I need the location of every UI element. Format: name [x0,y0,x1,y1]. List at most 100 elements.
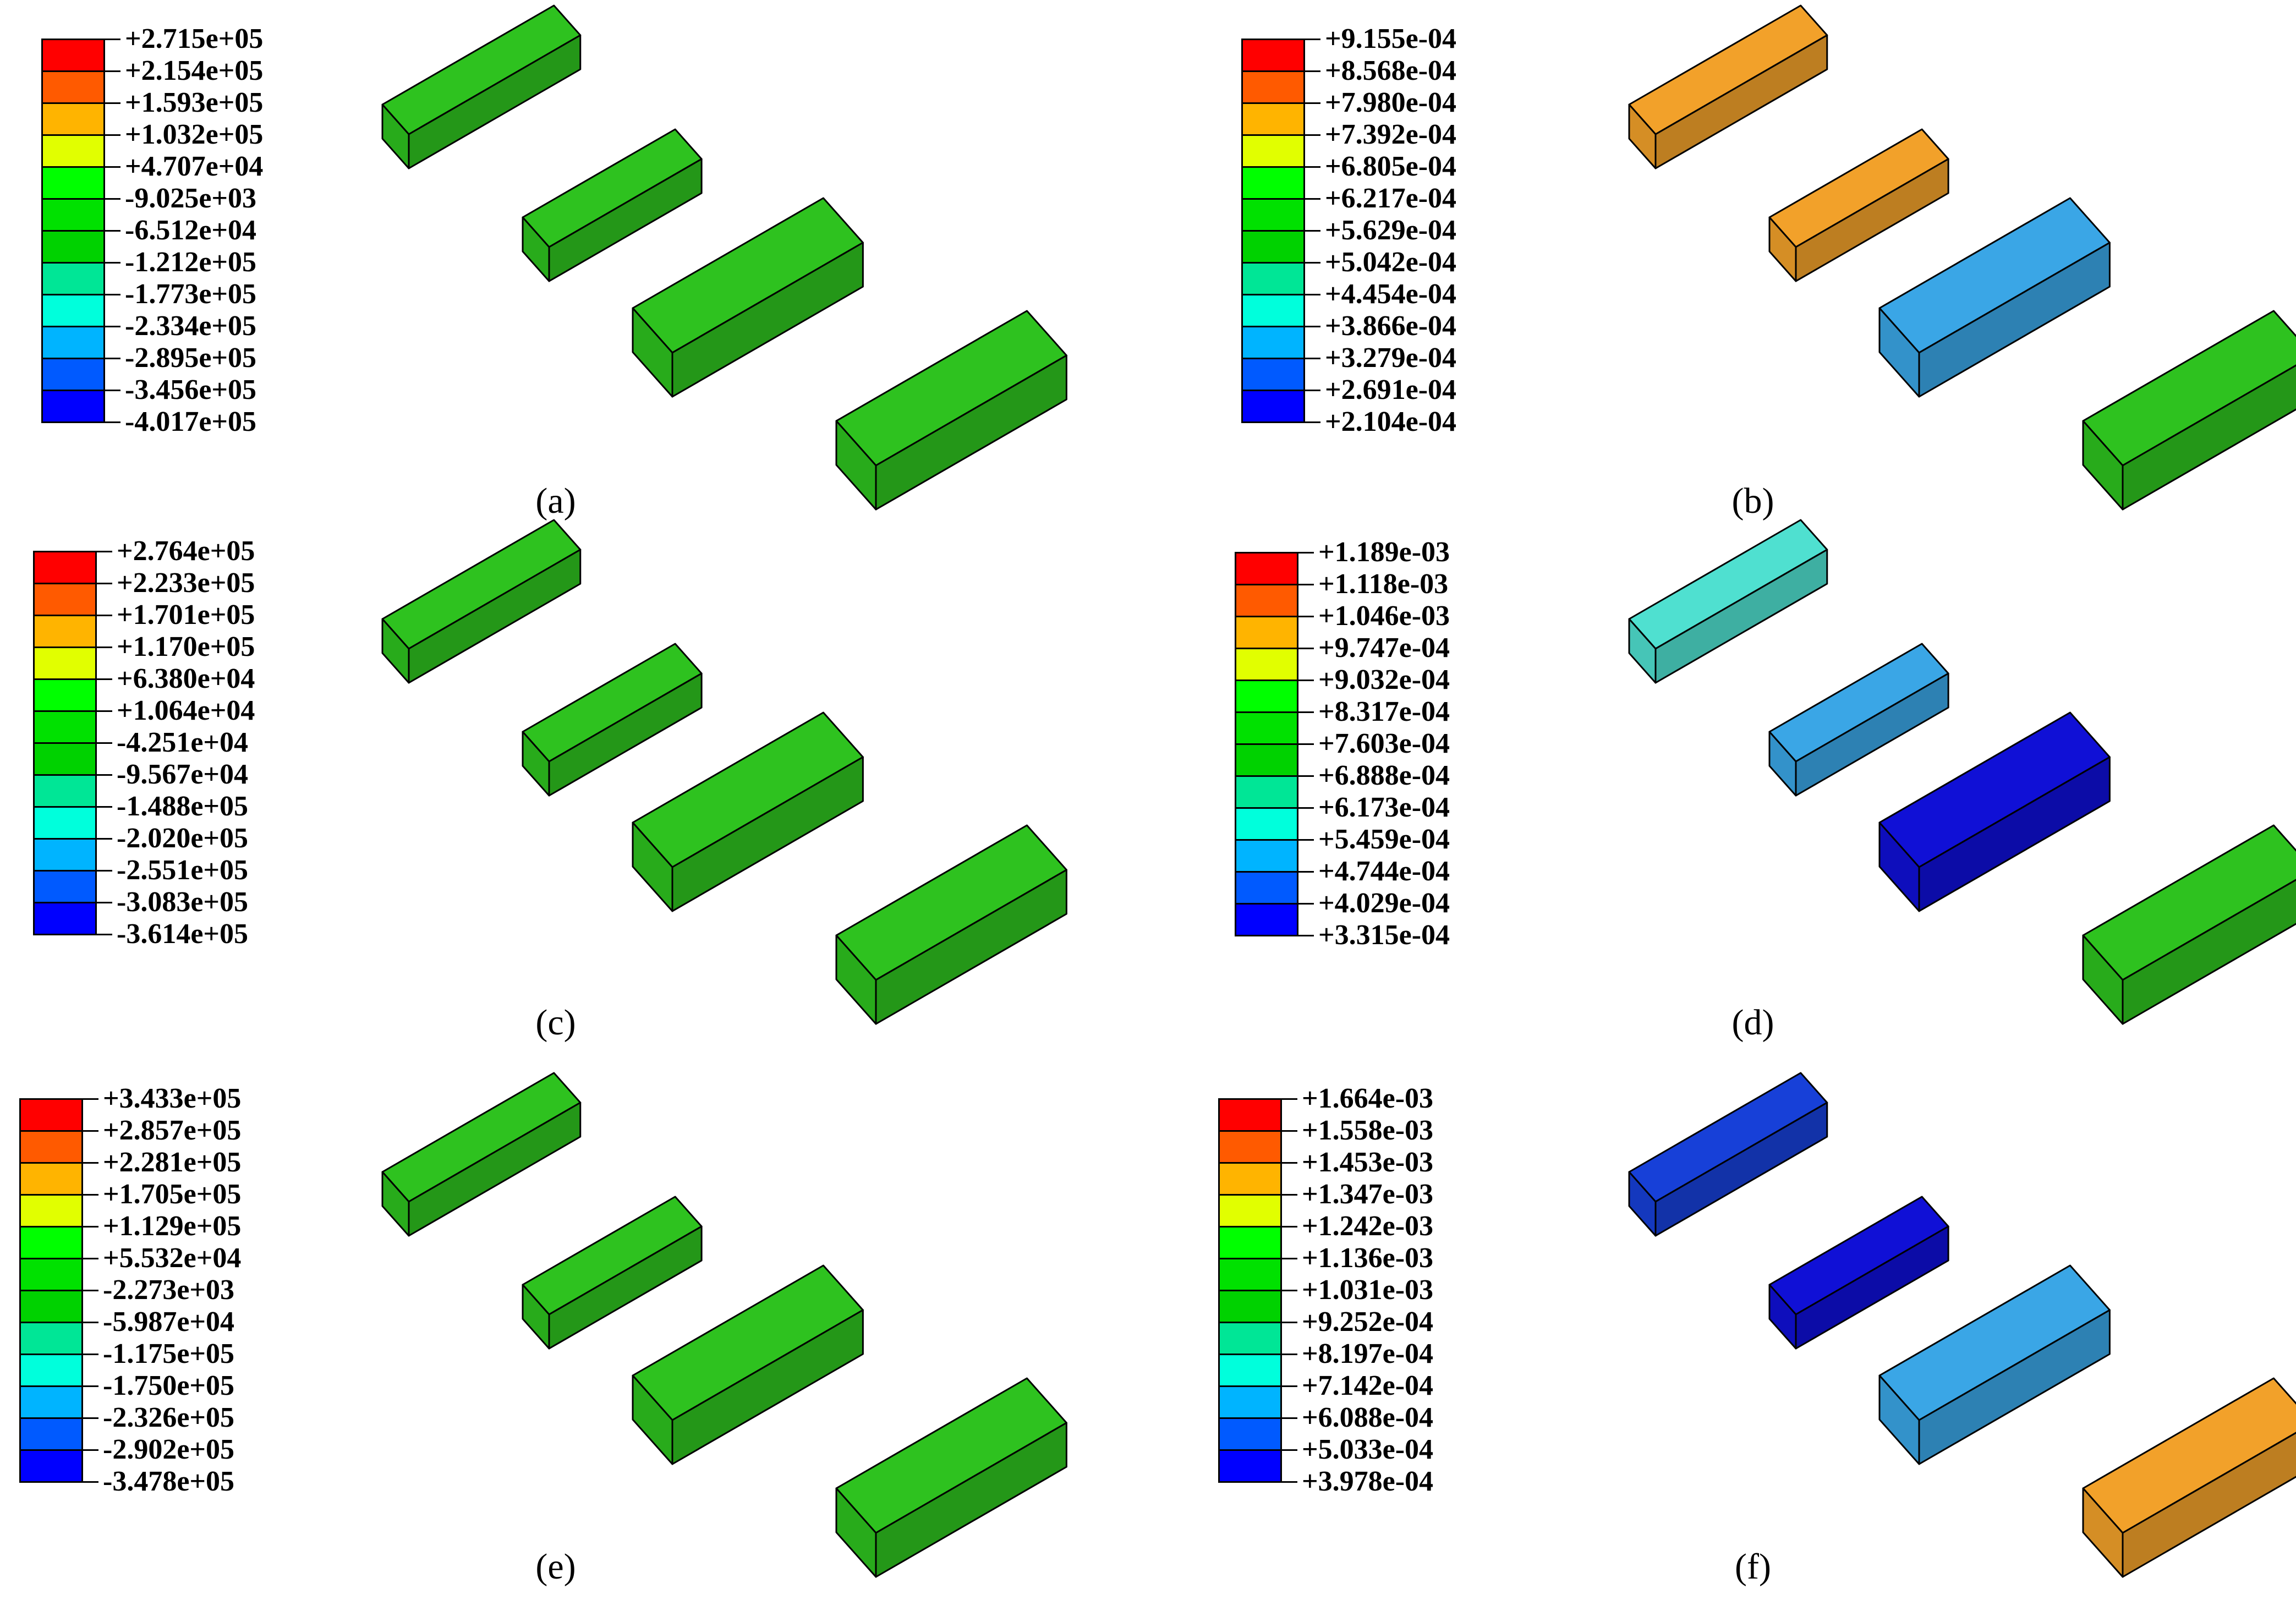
legend-c-label: -3.083e+05 [117,886,249,918]
legend-e-label: -1.175e+05 [103,1338,235,1369]
legend-e-swatch [19,1194,83,1226]
legend-c-divider [33,710,97,712]
legend-f-tick [1282,1354,1297,1355]
legend-c-label: +1.064e+04 [117,695,255,726]
legend-b-tick [1305,39,1320,40]
caption-d: (d) [1731,1002,1774,1043]
legend-d-tick [1298,935,1314,936]
legend-d-swatch [1235,744,1298,776]
legend-f-label: +1.664e-03 [1302,1083,1434,1114]
legend-f-swatch [1218,1418,1282,1450]
legend-a-divider [41,390,105,391]
legend-b-tick [1305,166,1320,168]
legend-d-divider [1235,903,1298,905]
legend-a-divider [41,39,105,40]
panel-e: +3.433e+05+2.857e+05+2.281e+05+1.705e+05… [0,1056,1148,1600]
legend-e-swatch [19,1131,83,1163]
legend-d-swatch [1235,776,1298,808]
legend-a-divider [41,70,105,72]
legend-d-label: +7.603e-04 [1318,728,1450,759]
legend-a-divider [41,421,105,423]
legend-c-swatch [33,902,97,934]
legend-d-swatch [1235,712,1298,744]
legend-c-label: -2.020e+05 [117,823,249,854]
block-c-1-front [408,549,582,684]
legend-b-divider [1241,230,1305,232]
legend-b-tick [1305,102,1320,104]
legend-c-tick [97,870,112,872]
legend-c-label: +2.233e+05 [117,567,255,599]
legend-a-label: -1.773e+05 [125,278,257,310]
block-e-3-front [671,1309,864,1465]
legend-c-tick [97,902,112,903]
legend-f-tick [1282,1194,1297,1196]
legend-b-divider [1241,134,1305,136]
legend-f-swatch [1218,1131,1282,1163]
legend-c-divider [33,934,97,935]
block-b-4-front [2122,364,2296,511]
legend-e-tick [83,1258,98,1259]
legend-c-swatch [33,647,97,679]
legend-f-divider [1218,1194,1282,1196]
legend-c-divider [33,615,97,616]
legend-d-divider [1235,807,1298,809]
legend-f-swatch [1218,1450,1282,1482]
legend-a-swatch [41,71,105,103]
blocks-a [381,4,1067,511]
legend-b-swatch [1241,262,1305,294]
legend-e-label: +2.857e+05 [103,1115,242,1146]
legend-a-swatch [41,39,105,71]
legend-e-label: +1.705e+05 [103,1179,242,1210]
legend-e-swatch [19,1163,83,1194]
legend-b-label: +3.279e-04 [1325,342,1457,374]
legend-b-divider [1241,358,1305,359]
legend-d-divider [1235,711,1298,713]
panel-d: +1.189e-03+1.118e-03+1.046e-03+9.747e-04… [1148,519,2296,1056]
legend-e-divider [19,1449,83,1451]
legend-e-tick [83,1481,98,1483]
legend-a-divider [41,294,105,295]
legend-d-label: +6.888e-04 [1318,760,1450,791]
legend-b-label: +9.155e-04 [1325,23,1457,54]
legend-d-swatch [1235,648,1298,680]
legend-e-swatch [19,1099,83,1131]
legend-e-swatch [19,1354,83,1386]
legend-d-swatch [1235,584,1298,616]
legend-e-label: -5.987e+04 [103,1306,235,1338]
legend-a-tick [105,39,120,40]
legend-f-tick [1282,1322,1297,1323]
panel-a: +2.715e+05+2.154e+05+1.593e+05+1.032e+05… [0,0,1148,528]
legend-f-divider [1218,1385,1282,1387]
legend-b-tick [1305,198,1320,200]
legend-a-label: -4.017e+05 [125,406,257,437]
legend-f-label: +1.347e-03 [1302,1179,1434,1210]
legend-b-divider [1241,70,1305,72]
legend-a-swatch [41,358,105,390]
legend-e-label: -3.478e+05 [103,1466,235,1497]
legend-d-divider [1235,616,1298,617]
legend-b-tick [1305,294,1320,295]
legend-c-tick [97,806,112,808]
legend-d-tick [1298,775,1314,777]
legend-c-tick [97,934,112,935]
legend-a-swatch [41,199,105,231]
legend-f-swatch [1218,1290,1282,1322]
legend-e-divider [19,1417,83,1419]
legend-d-tick [1298,871,1314,873]
legend-e-tick [83,1226,98,1228]
legend-e-divider [19,1290,83,1291]
block-d-4-front [2122,879,2296,1025]
legend-c-divider [33,551,97,552]
legend-a-label: -2.895e+05 [125,342,257,374]
legend-f-swatch [1218,1099,1282,1131]
legend-d-divider [1235,680,1298,681]
legend-a-label: -3.456e+05 [125,374,257,406]
legend-f-tick [1282,1226,1297,1228]
block-d-2-front [1795,672,1949,797]
legend-c-label: +2.764e+05 [117,535,255,567]
legend-d-label: +9.032e-04 [1318,664,1450,695]
legend-e-label: +5.532e+04 [103,1242,242,1274]
legend-f-label: +6.088e-04 [1302,1402,1434,1433]
legend-c-swatch [33,743,97,775]
legend-f-swatch [1218,1322,1282,1354]
